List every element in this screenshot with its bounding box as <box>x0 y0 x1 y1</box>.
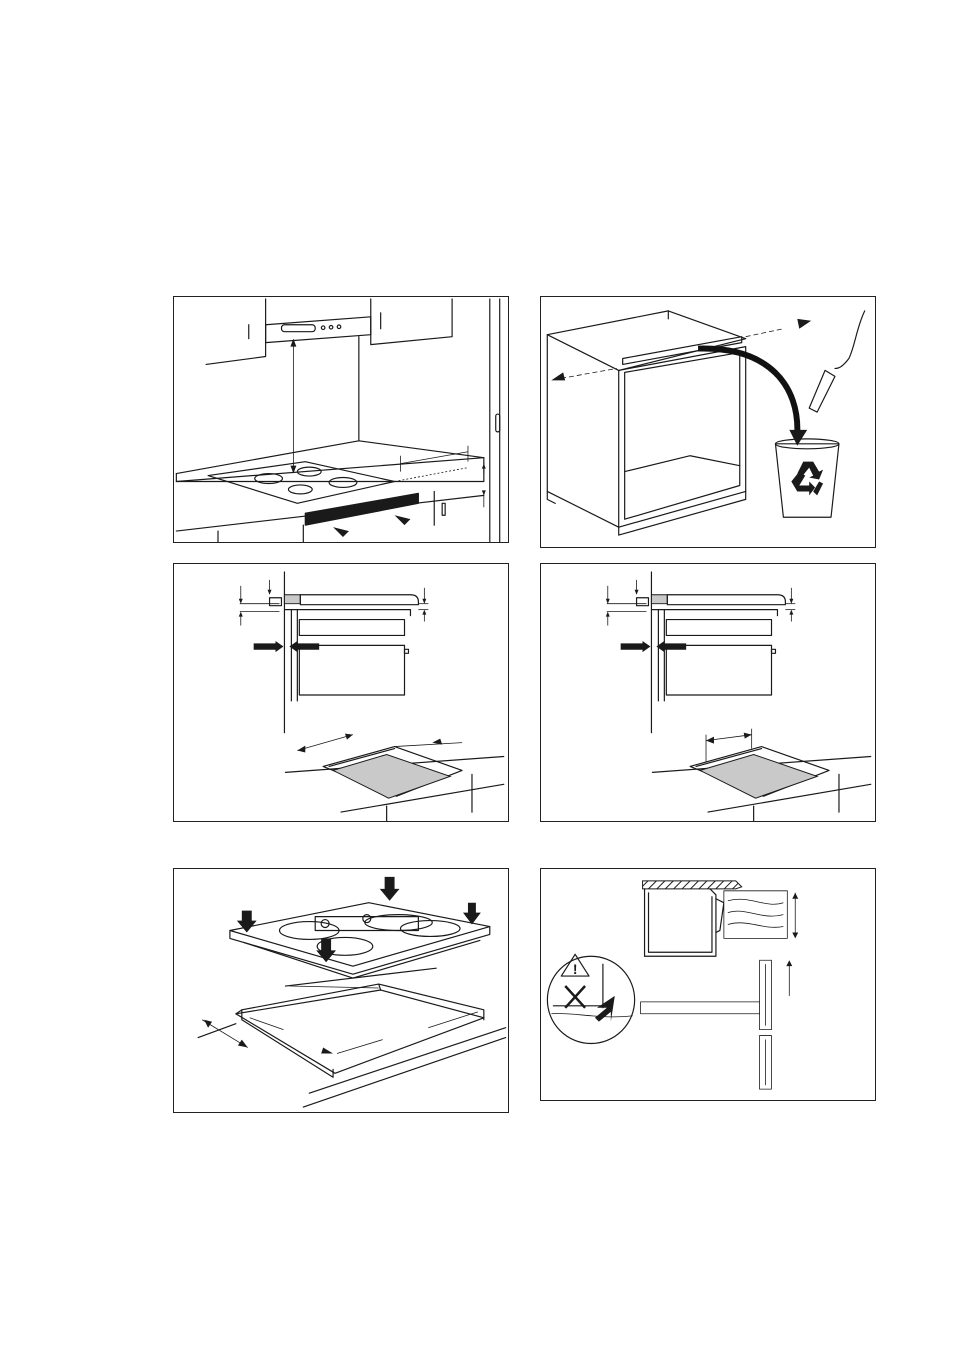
shelf-section <box>641 1002 760 1014</box>
screw-arrow-left <box>551 372 565 380</box>
cutout-dimensions-figure-b <box>540 563 876 822</box>
wall-cabinet-right <box>371 299 452 345</box>
gap-arrow <box>254 641 284 652</box>
airflow-arrow <box>395 515 411 525</box>
gap-arrow <box>656 641 686 652</box>
cooking-zone <box>288 485 312 494</box>
warning-symbol: ! <box>573 961 578 977</box>
press-arrow <box>380 877 400 901</box>
gap-arrow <box>621 641 651 652</box>
gap-arrow <box>289 641 319 652</box>
recycle-bin <box>775 444 838 517</box>
cabinet-side <box>547 335 618 527</box>
seal-section <box>651 595 667 604</box>
hob-glass-section <box>643 881 742 889</box>
seal-section <box>284 595 300 604</box>
cutout-dimensions-figure-a <box>173 563 509 822</box>
wall-cabinet-left <box>206 299 266 364</box>
warning-magnifier <box>547 956 634 1043</box>
cooker-hood-clearance-drawing <box>174 297 508 542</box>
worktop-edge-warning-figure: ! <box>540 868 876 1101</box>
worktop-edge-drawing: ! <box>541 869 875 1100</box>
hob-section <box>300 595 418 605</box>
airflow-arrow <box>333 527 349 537</box>
screw-arrow-right <box>797 319 811 329</box>
press-arrow <box>316 938 336 962</box>
cooker-hood-clearance-figure <box>173 296 509 543</box>
cutout-frame <box>236 990 484 1073</box>
cutout-section-drawing-b <box>541 564 875 821</box>
remove-cabinet-rail-drawing <box>541 297 875 547</box>
cooking-zone <box>329 478 357 488</box>
hob-install-seal-figure <box>173 868 509 1113</box>
press-arrow <box>237 911 257 933</box>
worktop-section <box>724 891 787 939</box>
spirit-level <box>315 917 418 931</box>
hob-install-drawing <box>174 869 508 1112</box>
cutout-section-drawing-a <box>174 564 508 821</box>
cabinet-top <box>547 311 745 371</box>
cross-icon <box>565 986 585 1008</box>
hood-light <box>281 325 315 332</box>
remove-cabinet-rail-figure <box>540 296 876 548</box>
pointer-arrow <box>595 996 615 1022</box>
hob-section <box>667 595 785 605</box>
hand <box>835 311 865 369</box>
recycle-icon <box>791 462 823 496</box>
cabinet-front <box>619 347 746 528</box>
